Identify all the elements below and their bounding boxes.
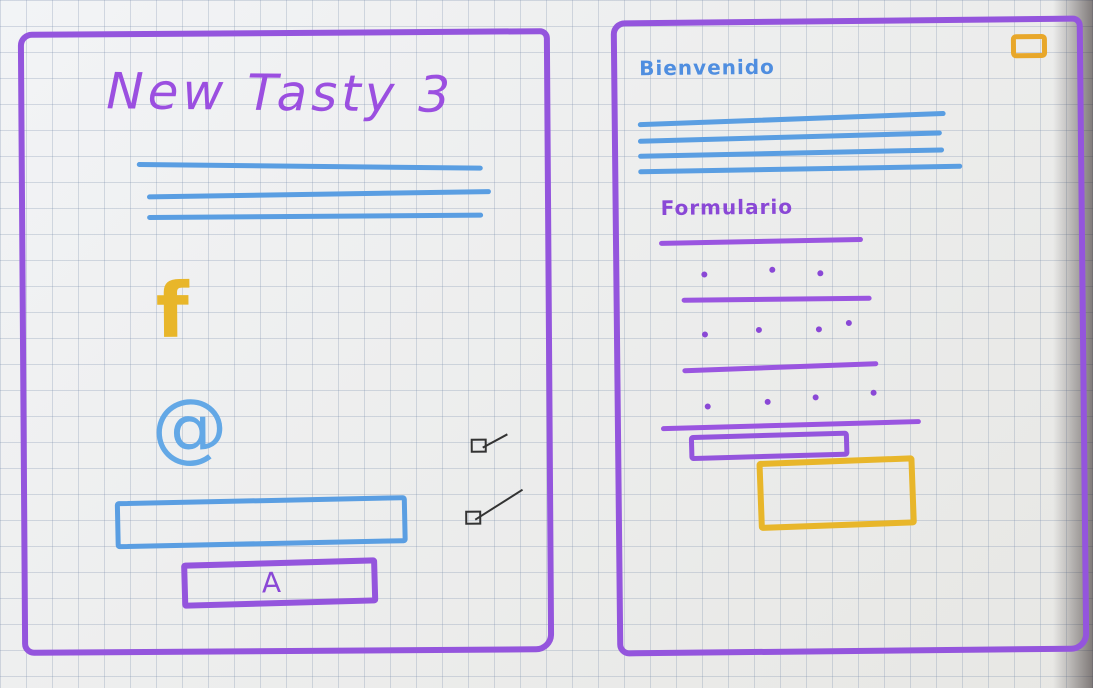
login-button[interactable]: A [181,557,379,609]
submit-button[interactable] [756,455,917,532]
form-field-line-2[interactable] [681,295,872,303]
app-title: New Tasty 3 [105,62,455,124]
welcome-text-line-4 [638,163,963,175]
spiral-icon-glyph: @ [151,381,228,471]
login-button-label: A [261,566,282,600]
login-screen-frame: New Tasty 3 f @ A [17,28,555,656]
facebook-icon-glyph: f [155,265,190,355]
password-input[interactable] [688,430,850,462]
form-field-line-3[interactable] [682,361,879,374]
field-dot [755,326,762,333]
field-dot [701,271,708,278]
welcome-heading: Bienvenido [639,54,775,81]
field-dot [870,389,877,396]
text-line-1 [136,162,483,171]
paper-edge-shadow [1053,0,1093,688]
welcome-screen-frame: Bienvenido Formulario [610,15,1090,657]
welcome-text-line-3 [638,147,945,159]
field-dot [704,403,711,410]
username-input[interactable] [114,495,408,550]
field-dot [845,319,852,327]
text-line-2 [146,189,491,200]
field-dot [701,331,709,338]
field-dot [817,270,824,277]
form-heading: Formulario [660,194,794,220]
welcome-text-line-1 [637,110,946,128]
badge-icon[interactable] [1010,33,1048,59]
field-dot [815,326,822,333]
form-field-line-4[interactable] [660,418,921,432]
spiral-icon[interactable]: @ [151,381,228,471]
checkmark-icon-2 [474,488,524,521]
field-dot [812,394,819,401]
form-field-line-1[interactable] [658,236,864,246]
field-dot [769,266,776,273]
welcome-text-line-2 [637,130,942,144]
field-dot [764,398,771,405]
facebook-icon[interactable]: f [155,266,189,355]
text-line-3 [147,212,484,220]
